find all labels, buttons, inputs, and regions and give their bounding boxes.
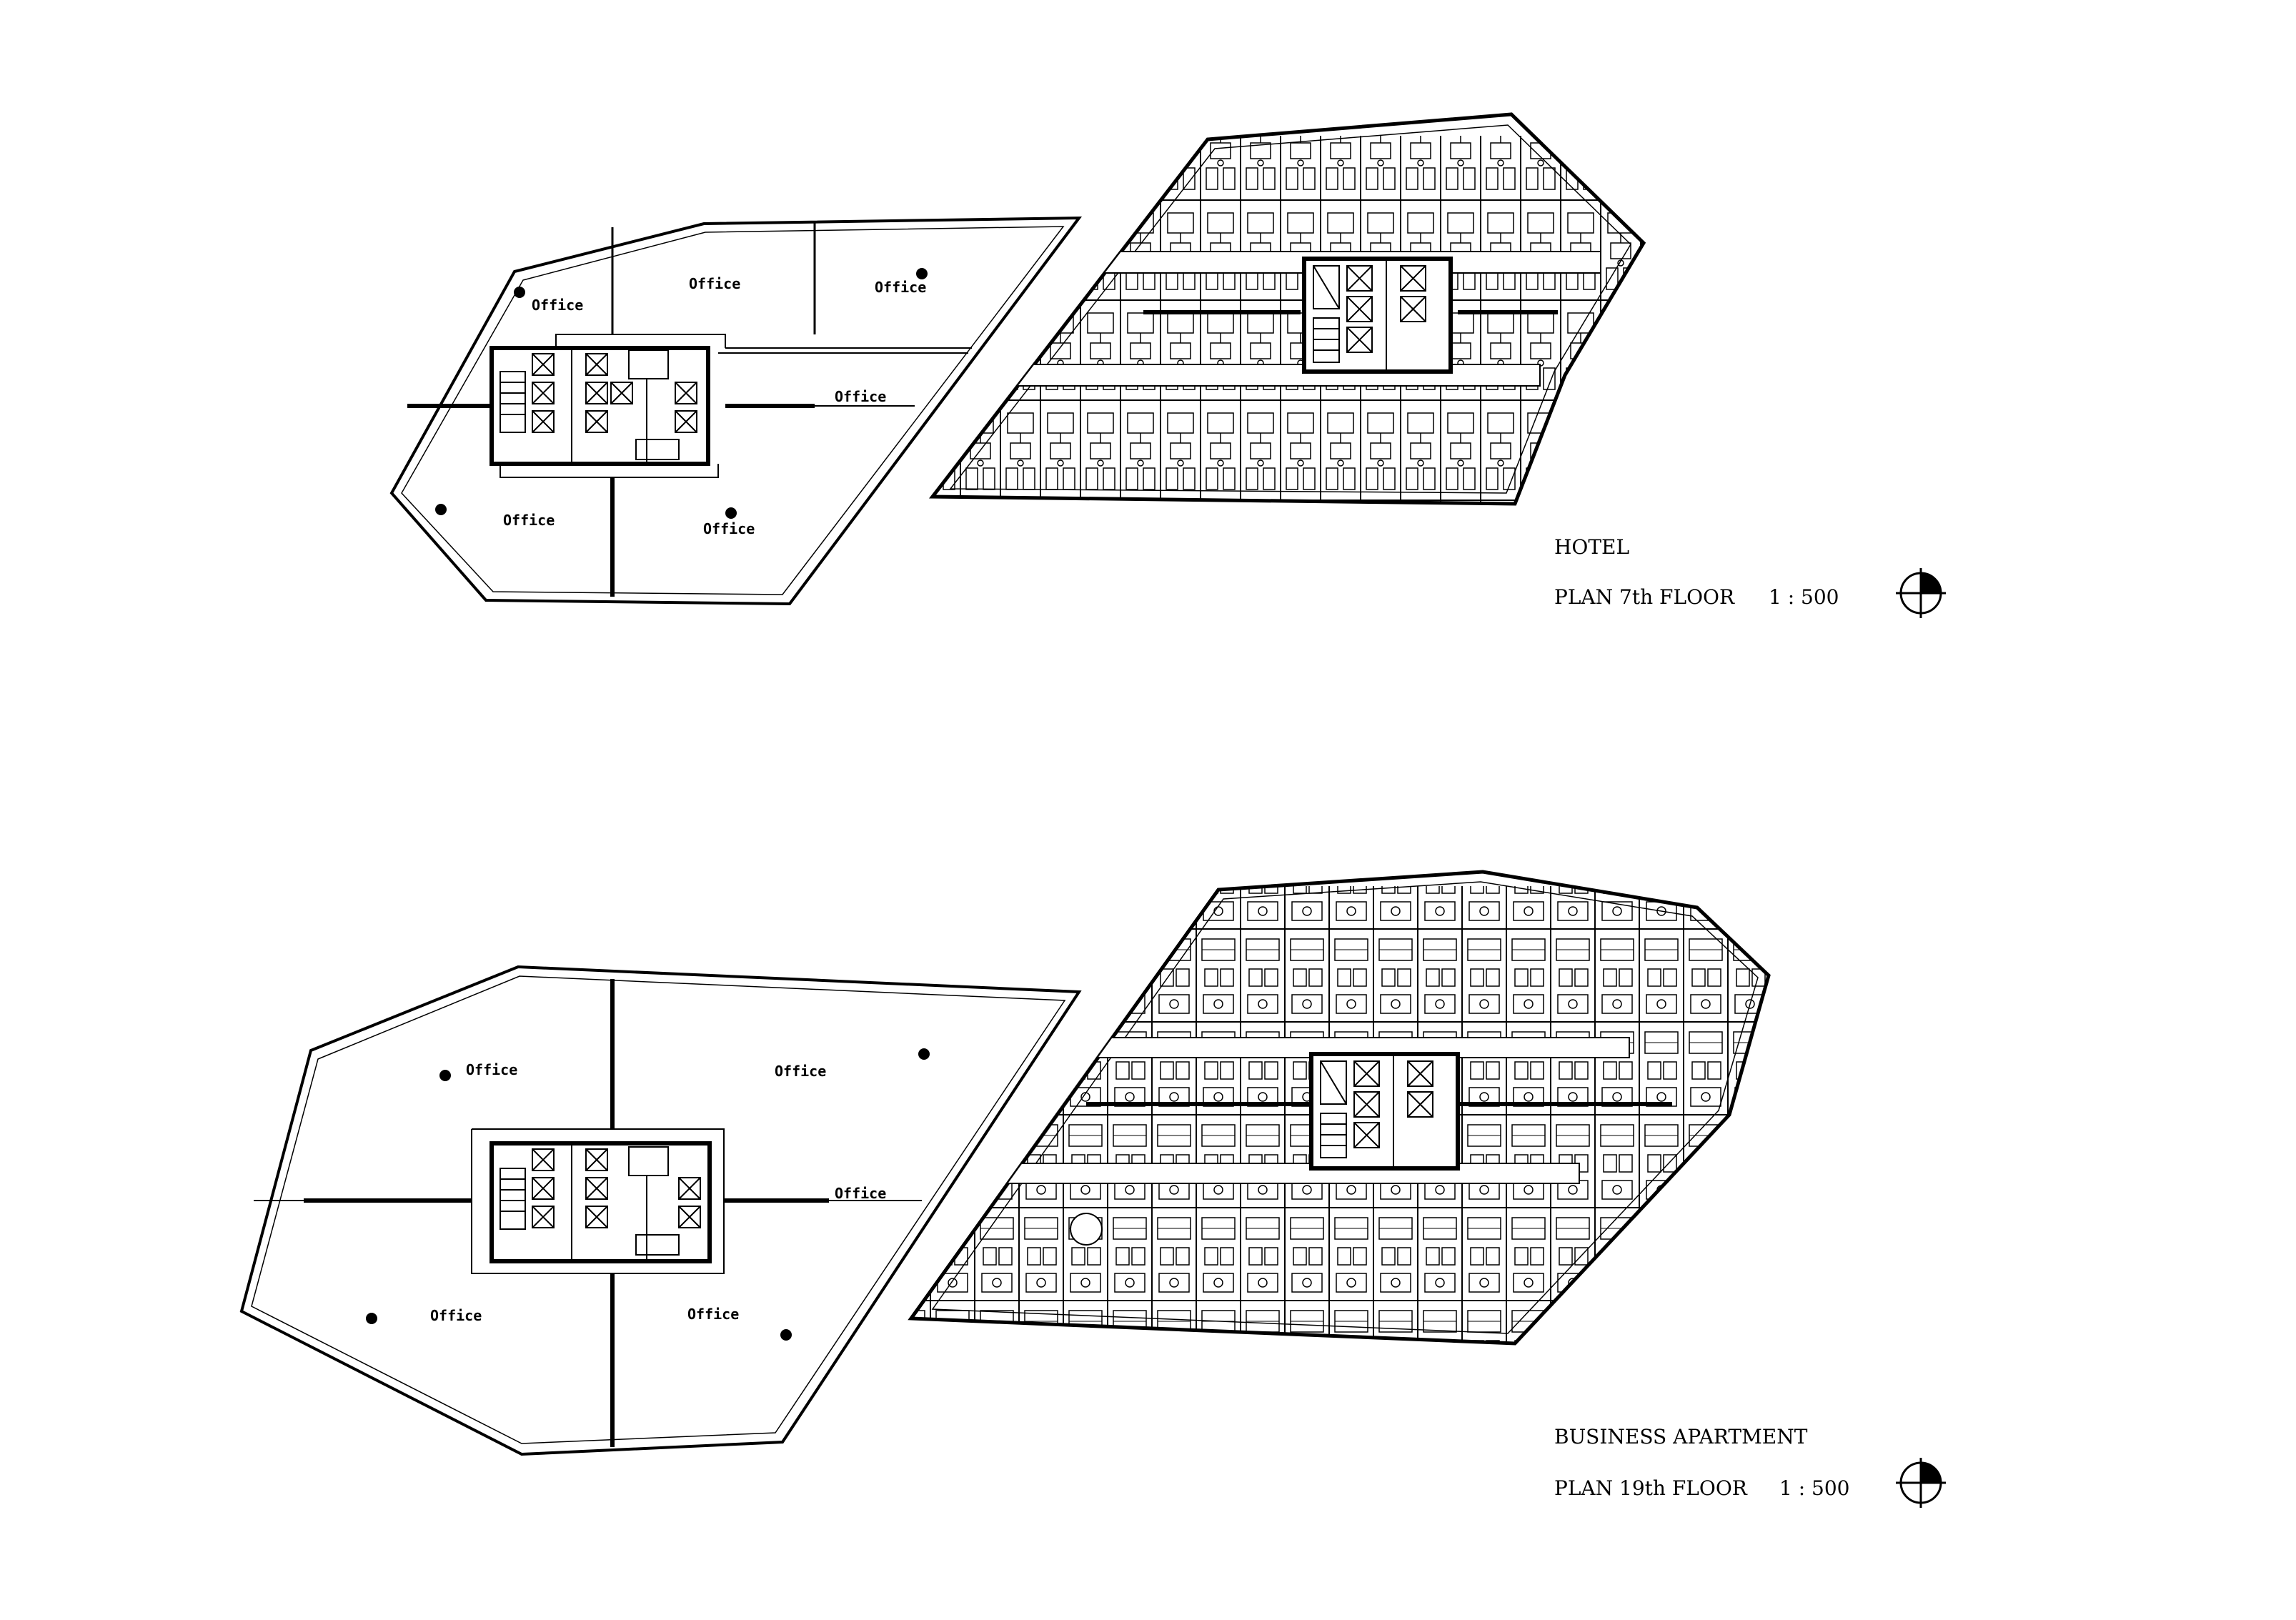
room-label-office: Office: [835, 1185, 886, 1202]
round-table: [1070, 1213, 1103, 1246]
apartment-core: [1309, 1052, 1460, 1171]
plan-7-office-wing: Office Office Office Office Office Offic…: [389, 216, 1083, 606]
office-core: [489, 346, 710, 466]
office-core-surround: [471, 1128, 725, 1274]
office-wing-inner-line: [401, 226, 1065, 595]
room-label-office: Office: [703, 520, 755, 537]
room-label-office: Office: [775, 1063, 826, 1080]
room-label-office: Office: [503, 512, 555, 529]
room-label-office: Office: [835, 388, 886, 405]
north-arrow-icon: [1896, 568, 1946, 618]
office-core-elevators: [500, 348, 697, 464]
office-partitions: [254, 979, 922, 1447]
office-core: [489, 1141, 712, 1263]
office-wing-inner-line: [251, 975, 1066, 1444]
hotel-corridor-south: [996, 364, 1541, 387]
plan-scale-label: 1 : 500: [1769, 585, 1839, 609]
room-label-office: Office: [689, 275, 740, 292]
plan-floor-label: PLAN 7th FLOOR: [1554, 585, 1735, 609]
room-label-office: Office: [687, 1306, 739, 1323]
plan-use-label: HOTEL: [1554, 535, 1629, 559]
plan-7-title-block: HOTEL PLAN 7th FLOOR 1 : 500: [1554, 535, 1946, 618]
plan-19-office-wing: Office Office Office Office Office: [239, 965, 1082, 1456]
column-dot-icon: [366, 1048, 930, 1341]
hotel-core: [1302, 257, 1453, 374]
apartment-corridor-south: [1007, 1163, 1580, 1184]
plan-19-apartment-wing: [908, 870, 1771, 1346]
north-arrow-icon: [1896, 1458, 1946, 1508]
office-corridor: [500, 334, 972, 478]
room-label-office: Office: [532, 297, 583, 314]
plan-7-hotel-wing: [928, 112, 1646, 506]
office-partitions: [407, 223, 915, 597]
office-core-elevators: [500, 1143, 701, 1261]
office-wing-outline: [389, 216, 1083, 606]
plan-scale-label: 1 : 500: [1779, 1476, 1850, 1500]
room-label-office: Office: [466, 1061, 517, 1078]
office-wing-outline: [239, 965, 1082, 1456]
column-dot-icon: [435, 268, 928, 519]
plan-19-title-block: BUSINESS APARTMENT PLAN 19th FLOOR 1 : 5…: [1554, 1425, 1946, 1508]
plan-use-label: BUSINESS APARTMENT: [1554, 1425, 1808, 1448]
room-label-office: Office: [875, 279, 926, 296]
room-label-office: Office: [430, 1307, 482, 1324]
plan-floor-label: PLAN 19th FLOOR: [1554, 1476, 1748, 1500]
